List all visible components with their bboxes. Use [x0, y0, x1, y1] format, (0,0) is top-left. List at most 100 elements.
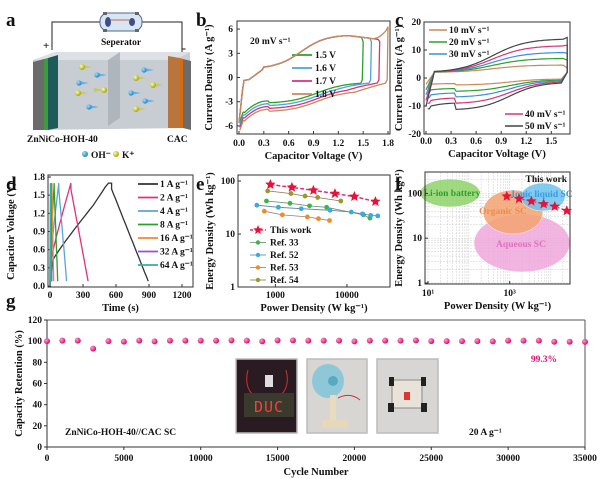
positive-terminal: + — [43, 40, 49, 52]
k-ion-label: K⁺ — [122, 151, 134, 161]
panel-letter-g: g — [6, 291, 16, 312]
data-point — [412, 337, 419, 344]
data-point — [360, 211, 365, 217]
data-point — [397, 337, 404, 344]
data-point — [287, 200, 293, 206]
y-axis-title: Energy Density (Wh kg⁻¹) — [394, 169, 405, 287]
data-point — [443, 338, 450, 345]
x-tick-label: 0 — [45, 454, 50, 464]
x-tick-label: 0.9 — [308, 139, 320, 149]
legend-label: 1.8 V — [315, 90, 336, 100]
y-tick-label: 80 — [33, 358, 43, 368]
data-point — [213, 337, 220, 344]
data-point — [327, 218, 332, 223]
wire-left — [51, 21, 100, 50]
x-axis-title: Capacitor Voltage (V) — [265, 151, 363, 162]
data-point — [228, 337, 235, 344]
legend-label: Ref. 52 — [270, 251, 299, 261]
y-tick-label: 1 — [417, 279, 422, 289]
data-point — [489, 338, 496, 345]
right-electrode-label: CAC — [167, 135, 188, 145]
x-tick-label: 0.9 — [495, 137, 507, 147]
x-tick-label: 0.6 — [470, 137, 482, 147]
legend-label: 16 A g⁻¹ — [160, 234, 193, 244]
legend-label: 1.5 V — [315, 51, 336, 61]
y-tick-label: 1.2 — [33, 209, 45, 219]
led-text: DUC — [254, 398, 284, 416]
x-tick-label: 300 — [76, 291, 91, 301]
x-tick-label: 35000 — [573, 454, 597, 464]
data-point — [368, 212, 374, 218]
data-point — [316, 216, 321, 222]
y-tick-label: 0.0 — [33, 282, 45, 292]
inset-robot-car-photo — [376, 358, 439, 434]
x-tick-label: 10000 — [335, 291, 359, 301]
left-electrode-label: ZnNiCo-HOH-40 — [27, 135, 98, 145]
legend-label: This work — [270, 226, 312, 236]
data-point-star — [526, 195, 537, 206]
data-point — [474, 338, 481, 345]
inset-fan-photo — [306, 358, 368, 434]
panel-letter-a: a — [6, 10, 16, 31]
legend-label: Ref. 33 — [270, 239, 299, 249]
data-point — [459, 338, 466, 345]
y-axis-title: Current Density (A g⁻¹) — [394, 24, 405, 131]
annotation-retention: 99.3% — [531, 355, 557, 365]
data-point — [428, 338, 435, 345]
left-electrode — [48, 55, 58, 130]
legend-marker — [255, 277, 261, 283]
x-tick-label: 0.0 — [420, 137, 432, 147]
x-axis-title: Capacitor Voltage (V) — [448, 149, 546, 160]
region-label: Li-ion battery — [424, 189, 481, 199]
y-tick-label: 0 — [416, 74, 421, 84]
y-tick-label: 100 — [221, 177, 236, 187]
data-point — [336, 337, 343, 344]
data-point — [304, 214, 310, 220]
cv-curve-1-5-V — [238, 34, 364, 123]
legend-label: 50 mV s⁻¹ — [525, 122, 566, 132]
data-point — [535, 337, 542, 344]
wire-right — [142, 21, 183, 55]
gcd-curve-6 — [49, 183, 52, 286]
data-point — [302, 193, 308, 199]
photo-wheel — [389, 377, 394, 386]
x-tick-label: 600 — [109, 291, 124, 301]
photo-board — [404, 392, 410, 400]
legend-label: Ref. 53 — [270, 264, 299, 274]
y-tick-label: 0 — [37, 443, 42, 453]
legend-label: 64 A g⁻¹ — [160, 261, 193, 271]
x-tick-label: 10¹ — [422, 289, 435, 299]
panel-letter-f: f — [395, 174, 402, 195]
data-point — [582, 338, 588, 345]
legend-marker — [255, 265, 261, 270]
y-tick-label: 10 — [226, 230, 236, 240]
data-point — [320, 337, 327, 344]
legend-label: 4 A g⁻¹ — [160, 207, 188, 217]
data-point — [348, 209, 354, 215]
data-point — [279, 212, 285, 218]
region-label: Organic SC — [479, 207, 527, 217]
y-tick-label: 10 — [412, 46, 422, 56]
y-tick-label: 1 — [230, 283, 235, 293]
data-point — [289, 337, 296, 344]
legend-label: Ref. 54 — [270, 276, 299, 286]
negative-terminal: - — [182, 41, 186, 55]
data-point-star — [329, 188, 341, 198]
panel-letter-b: b — [196, 10, 207, 31]
x-tick-label: 0.3 — [258, 139, 270, 149]
panel-letter-c: c — [395, 10, 403, 31]
x-tick-label: 10³ — [503, 289, 516, 299]
data-point — [261, 208, 267, 214]
legend-label: 1.7 V — [315, 77, 336, 87]
data-point-star — [265, 179, 276, 189]
legend-label: 30 mV s⁻¹ — [449, 50, 490, 60]
separator-label: Seperator — [101, 38, 142, 48]
y-tick-label: 0.3 — [33, 264, 45, 274]
x-axis-title: Power Density (W kg⁻¹) — [444, 301, 552, 312]
data-point — [166, 337, 173, 344]
legend-label: 32 A g⁻¹ — [160, 248, 193, 258]
x-tick-label: 1.8 — [382, 139, 394, 149]
